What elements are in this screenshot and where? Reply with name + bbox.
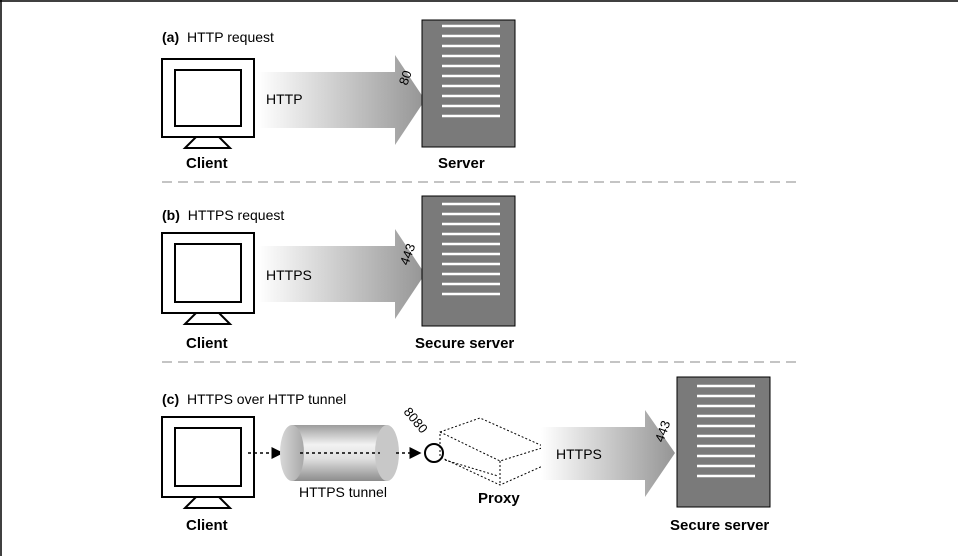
panel-b-title: (b) HTTPS request [162,207,284,223]
panel-c-title: (c) HTTPS over HTTP tunnel [162,391,346,407]
tunnel-icon [280,425,399,481]
panel-a-title: (a) HTTP request [162,29,274,45]
client-computer-icon [161,232,255,325]
https-arrow [541,410,675,497]
tunnel-label: HTTPS tunnel [299,484,387,500]
client-label: Client [186,517,228,534]
client-label: Client [186,335,228,352]
panel-b-tag: (b) [162,207,180,223]
server-label: Server [438,155,485,172]
proxy-box-icon [439,417,546,486]
server-icon [421,19,516,148]
arrow-label: HTTPS [556,446,602,462]
panel-b: (b) HTTPS request Client HTTPS 443 Secur… [161,195,516,352]
client-label: Client [186,155,228,172]
arrow-label: HTTPS [266,267,312,283]
panel-a-tag: (a) [162,29,179,45]
server-label: Secure server [415,335,514,352]
panel-b-title-text: HTTPS request [188,207,285,223]
proxy-port-label: 8080 [401,404,431,436]
http-arrow [258,55,425,145]
panel-a-title-text: HTTP request [187,29,274,45]
server-icon [676,376,771,508]
panel-a: (a) HTTP request Client HTTP 80 [161,19,516,172]
proxy-label: Proxy [478,490,520,507]
port-label: 443 [397,242,419,268]
https-arrow [258,229,425,319]
panel-c-tag: (c) [162,391,179,407]
server-icon [421,195,516,327]
server-label: Secure server [670,517,769,534]
port-label: 443 [652,419,674,445]
panel-c: (c) HTTPS over HTTP tunnel Client HTTPS … [161,376,771,534]
port-label: 80 [396,68,415,87]
proxy-port-circle [424,443,444,463]
client-computer-icon [161,58,255,149]
client-computer-icon [161,416,255,509]
panel-c-title-text: HTTPS over HTTP tunnel [187,391,346,407]
arrow-label: HTTP [266,91,303,107]
